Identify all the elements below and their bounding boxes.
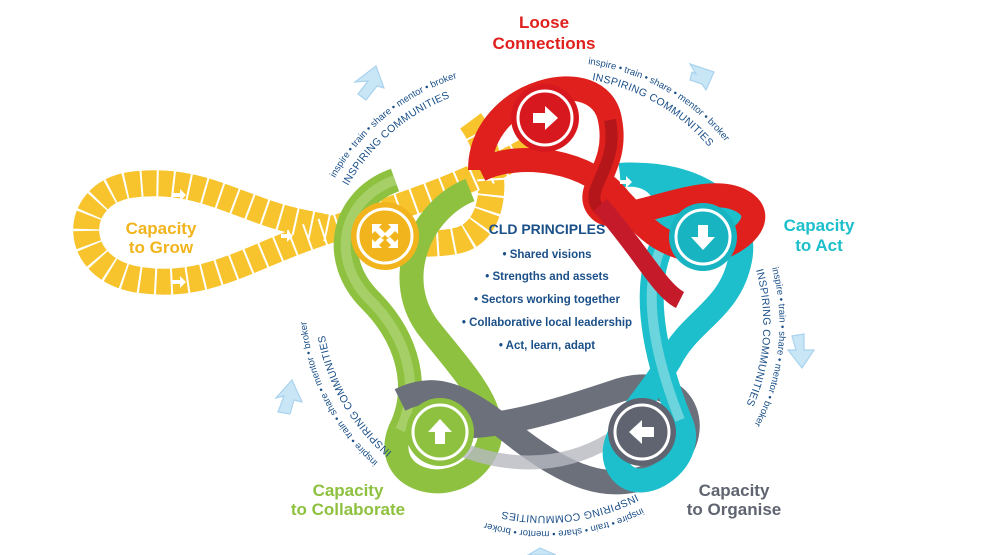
principles-block: CLD PRINCIPLES • Shared visions • Streng… bbox=[462, 221, 632, 352]
principle-item: • Shared visions bbox=[502, 249, 591, 261]
label-organise-line1: Capacity bbox=[699, 481, 770, 500]
arrow-right-icon bbox=[533, 106, 558, 130]
label-loose-connections-line2: Connections bbox=[493, 34, 596, 53]
loose-connections-loop bbox=[468, 76, 766, 309]
label-grow-line1: Capacity bbox=[126, 219, 197, 238]
cycle-arrows bbox=[274, 62, 816, 555]
cycle-arrow-icon bbox=[353, 65, 385, 101]
track-arrows bbox=[172, 176, 632, 438]
arrow-left-icon bbox=[629, 420, 654, 444]
label-act-line1: Capacity bbox=[784, 216, 855, 235]
node-act bbox=[669, 203, 737, 271]
arrows-diverge-icon bbox=[372, 224, 398, 248]
track-arrow-icon bbox=[281, 230, 293, 242]
node-collaborate bbox=[406, 398, 474, 466]
principle-item: • Act, learn, adapt bbox=[499, 340, 595, 352]
track-arrow-icon bbox=[172, 276, 186, 288]
track-arrow-icon bbox=[541, 426, 553, 438]
label-loose-connections-line1: Loose bbox=[519, 13, 569, 32]
arrow-down-icon bbox=[691, 225, 715, 250]
principle-item: • Collaborative local leadership bbox=[462, 317, 632, 329]
principle-item: • Strengths and assets bbox=[485, 271, 609, 283]
arrow-up-icon bbox=[428, 419, 452, 444]
cycle-arrow-icon bbox=[274, 378, 304, 415]
label-collaborate-line2: to Collaborate bbox=[291, 500, 405, 519]
label-grow-line2: to Grow bbox=[129, 238, 194, 257]
principles-title: CLD PRINCIPLES bbox=[489, 221, 606, 237]
principle-item: • Sectors working together bbox=[474, 294, 620, 306]
node-organise bbox=[608, 398, 676, 466]
label-collaborate-line1: Capacity bbox=[313, 481, 384, 500]
cycle-arrow-icon bbox=[786, 333, 816, 370]
track-arrow-icon bbox=[620, 176, 632, 188]
node-grow bbox=[351, 202, 419, 270]
node-loose-connections bbox=[511, 84, 579, 152]
cycle-arrow-icon bbox=[688, 62, 715, 92]
label-act-line2: to Act bbox=[795, 236, 843, 255]
label-organise-line2: to Organise bbox=[687, 500, 781, 519]
cycle-arrow-icon bbox=[526, 547, 557, 555]
track-arrow-icon bbox=[172, 189, 186, 201]
